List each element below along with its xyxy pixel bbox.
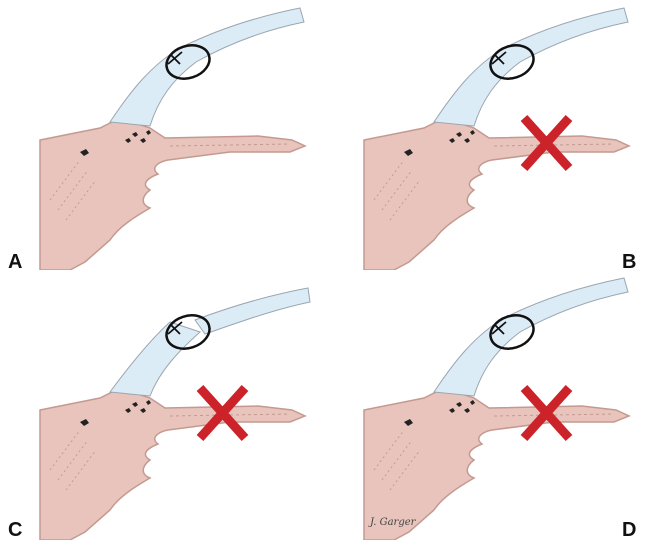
artist-signature: J. Garger [370, 517, 415, 528]
panel-label-b: B [622, 252, 636, 272]
panel-a: A [0, 0, 324, 270]
panel-label-a: A [8, 252, 22, 272]
panel-d: D [324, 270, 648, 540]
illustration-d [324, 270, 648, 540]
tissue-mass [364, 118, 629, 270]
panel-label-d: D [622, 520, 636, 540]
tissue-mass [40, 388, 305, 540]
panel-c: C [0, 270, 324, 540]
panel-b: B [324, 0, 648, 270]
graft-proximal-segment [110, 322, 200, 396]
tissue-mass [40, 118, 305, 270]
panel-label-c: C [8, 520, 22, 540]
illustration-b [324, 0, 648, 270]
illustration-a [0, 0, 324, 270]
graft-distal-segment [195, 288, 310, 334]
illustration-c [0, 270, 324, 540]
